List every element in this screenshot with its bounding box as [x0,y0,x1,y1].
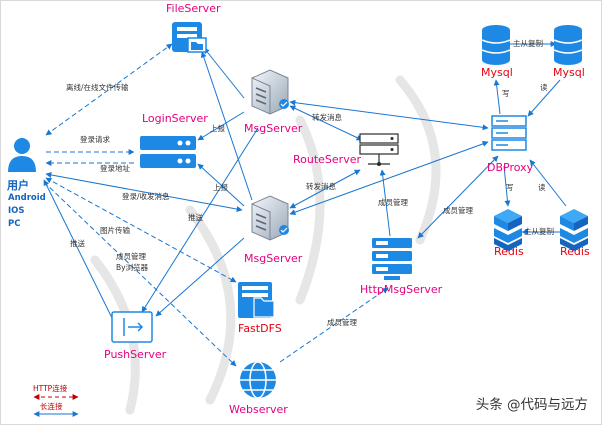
edge-label-redis-replication: 主从复制 [524,227,554,236]
watermark-text: 头条 @代码与远方 [475,397,588,413]
edge-web-http [279,287,389,363]
legend-http-label: HTTP连接 [33,384,68,393]
edge-http-dbproxy [417,155,499,239]
edge-label-read-redis: 读 [538,183,546,192]
edge-label-report-bottom: 上报 [213,183,228,192]
edge-user-webserver [43,181,237,367]
redis-left-label: Redis [494,245,524,258]
edge-label-write-redis: 写 [506,183,514,192]
edge-msgserver-fileserver [203,47,245,99]
push-server-icon [111,311,153,343]
legend-long-label: 长连接 [40,402,63,411]
edge-label-forward-bottom: 转发消息 [306,182,336,191]
connection-lines [43,41,568,367]
login-server-label: LoginServer [142,112,208,125]
http-msg-server-icon [372,238,412,280]
edge-label-push-left: 推送 [70,239,85,248]
dbproxy-icon [491,115,527,151]
edge-write-redis [503,165,511,207]
webserver-label: Webserver [229,403,288,416]
route-server-icon [359,133,399,166]
push-server-label: PushServer [104,348,167,361]
edge-msgserver-push [141,127,259,313]
user-platform-ios: IOS [8,206,25,216]
edge-label-member-browser-1: 成员管理 [116,252,146,261]
edge-msg2-dbproxy [289,141,489,215]
edge-user-fastdfs [45,177,237,283]
edge-write-mysql [493,79,501,115]
edge-msg-dbproxy [289,99,489,131]
edge-label-push-mid: 推送 [188,213,203,222]
edge-report-bottom [197,163,245,207]
mysql-left-label: Mysql [481,66,513,79]
edge-report-top [197,111,245,141]
edge-label-member-db: 成员管理 [443,206,473,215]
msg-server-top-icon [251,69,289,115]
redis-right-label: Redis [560,245,590,258]
edge-label-forward-top: 转发消息 [312,113,342,122]
mysql-right-label: Mysql [553,66,585,79]
redis-right-icon [560,209,588,251]
mysql-left-icon [481,25,511,65]
login-server-icon [140,136,196,168]
legend-lines [33,394,79,417]
msg-server-bottom-label: MsgServer [244,252,303,265]
edge-label-login-request: 登录请求 [80,135,110,144]
edge-label-read-mysql: 读 [540,83,548,92]
msg-server-top-label: MsgServer [244,122,303,135]
user-platform-android: Android [8,193,46,203]
dbproxy-label: DBProxy [487,161,534,174]
edge-label-file-transfer: 离线/在线文件传输 [66,83,129,92]
edge-label-login-address: 登录地址 [100,164,130,173]
edge-http-route [379,169,391,237]
edge-user-fileserver [45,43,173,136]
edge-label-report-top: 上报 [210,124,225,133]
edge-label-write-mysql: 写 [502,89,510,98]
http-msg-server-label: HttpMsgServer [360,283,443,296]
fastdfs-label: FastDFS [238,322,282,335]
edge-label-member-browser-2: By浏览器 [116,263,149,272]
edge-read-mysql [527,79,561,117]
route-server-label: RouteServer [293,153,362,166]
edge-read-redis [529,159,567,207]
fastdfs-icon [238,282,275,318]
edge-msgserver2-fileserver [200,51,253,201]
edge-label-login-send-recv: 登录/收发消息 [122,192,170,201]
edge-label-member-web: 成员管理 [327,318,357,327]
user-platform-pc: PC [8,219,21,229]
mysql-right-icon [553,25,583,65]
file-server-icon [172,22,207,53]
msg-server-bottom-icon [251,195,289,241]
edge-label-member-http: 成员管理 [378,198,408,207]
webserver-icon [240,361,276,399]
redis-left-icon [494,209,522,251]
edge-msgserver2-push [155,237,245,317]
edge-push-user [43,179,113,319]
edge-label-image-transfer: 图片传输 [100,226,130,235]
edge-label-mysql-replication: 主从复制 [513,39,543,48]
user-title: 用户 [7,179,29,192]
file-server-label: FileServer [166,2,221,15]
user-icon [8,138,36,172]
